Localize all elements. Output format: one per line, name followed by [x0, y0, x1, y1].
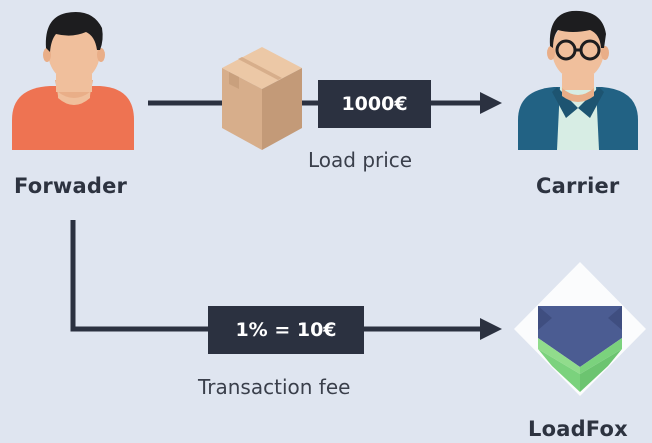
load-flow-arrowhead [480, 92, 502, 114]
package-box-icon [222, 47, 302, 150]
load-price-caption: Load price [308, 148, 413, 172]
fee-flow-arrowhead [480, 318, 502, 340]
loadfox-logo-icon [514, 262, 646, 396]
transaction-fee-amount-box: 1% = 10€ [208, 306, 364, 354]
loadfox-label: LoadFox [528, 417, 628, 441]
load-price-amount-box: 1000€ [318, 80, 431, 128]
load-price-amount: 1000€ [341, 93, 408, 115]
transaction-fee-caption: Transaction fee [198, 375, 351, 399]
carrier-label: Carrier [536, 174, 620, 198]
forwarder-label: Forwader [14, 174, 128, 198]
carrier-icon [518, 10, 638, 150]
forwarder-icon [12, 12, 134, 150]
transaction-fee-amount: 1% = 10€ [235, 319, 337, 341]
